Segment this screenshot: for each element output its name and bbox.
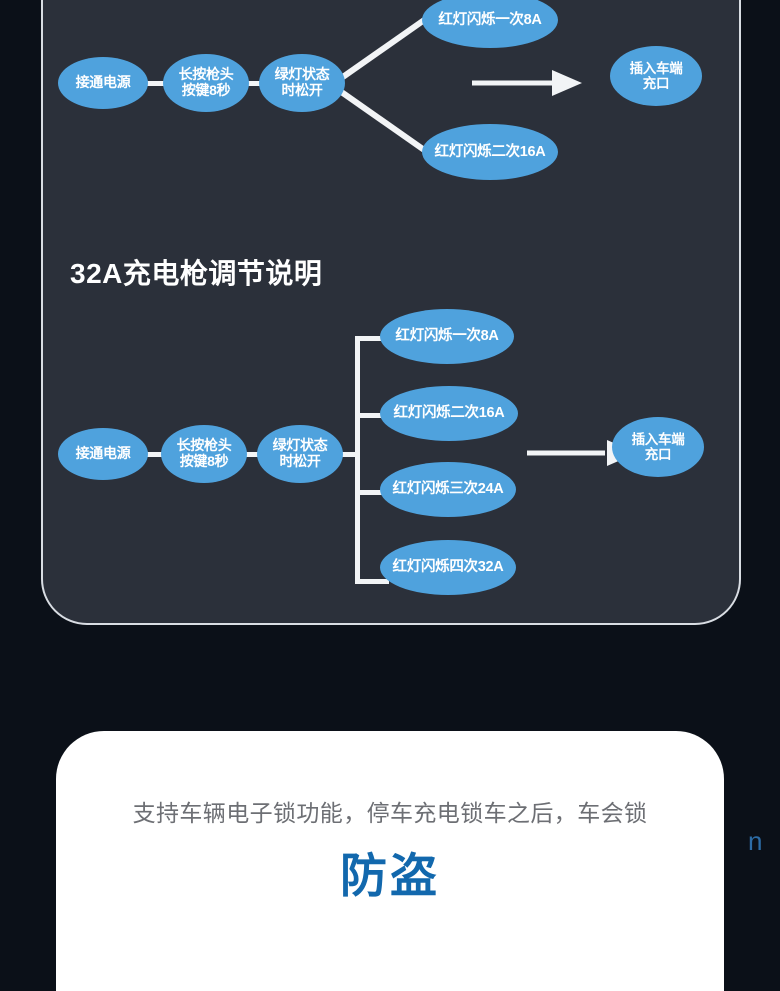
bracket-stub-2 (355, 413, 389, 418)
node-branch-16a-16a[interactable]: 红灯闪烁二次16A (422, 124, 558, 180)
node-branch-24a-32a[interactable]: 红灯闪烁三次24A (380, 462, 516, 517)
node-long-press-16a[interactable]: 长按枪头 按键8秒 (163, 54, 249, 112)
node-label: 红灯闪烁二次16A (434, 143, 546, 160)
node-label: 红灯闪烁一次8A (438, 11, 542, 28)
bracket-stub-3 (355, 490, 389, 495)
arrow-shaft (472, 80, 554, 86)
node-label: 绿灯状态 时松开 (274, 66, 330, 98)
node-result-16a[interactable]: 插入车端 充口 (610, 46, 702, 106)
bracket-spine (355, 336, 360, 584)
node-branch-32a-32a[interactable]: 红灯闪烁四次32A (380, 540, 516, 595)
feature-description: 支持车辆电子锁功能，停车充电锁车之后，车会锁 (132, 800, 648, 826)
node-label: 接通电源 (75, 74, 131, 91)
node-power-on-32a[interactable]: 接通电源 (58, 428, 148, 480)
node-label: 红灯闪烁二次16A (393, 405, 505, 422)
bracket-stub-4 (355, 579, 389, 584)
node-label: 红灯闪烁一次8A (395, 328, 499, 345)
arrow-head (552, 70, 582, 96)
node-branch-8a-16a[interactable]: 红灯闪烁一次8A (422, 0, 558, 48)
node-label: 长按枪头 按键8秒 (176, 437, 232, 469)
node-label: 红灯闪烁三次24A (392, 481, 504, 498)
edge-glyph: n (748, 826, 763, 856)
node-result-32a[interactable]: 插入车端 充口 (612, 417, 704, 477)
arrow-to-result-16a (472, 70, 582, 96)
arrow-shaft (527, 450, 605, 456)
node-label: 接通电源 (75, 445, 131, 462)
node-label: 插入车端 充口 (631, 431, 685, 462)
node-green-light-32a[interactable]: 绿灯状态 时松开 (257, 425, 343, 483)
node-label: 红灯闪烁四次32A (392, 559, 504, 576)
bracket-stub-1 (355, 336, 389, 341)
node-branch-8a-32a[interactable]: 红灯闪烁一次8A (380, 309, 514, 364)
connector-power-to-press (146, 81, 170, 86)
feature-panel: 支持车辆电子锁功能，停车充电锁车之后，车会锁 防盗 (56, 731, 724, 991)
node-label: 长按枪头 按键8秒 (178, 66, 234, 98)
node-power-on-16a[interactable]: 接通电源 (58, 57, 148, 109)
node-branch-16a-32a[interactable]: 红灯闪烁二次16A (380, 386, 518, 441)
node-green-light-16a[interactable]: 绿灯状态 时松开 (259, 54, 345, 112)
page-title: 32A充电枪调节说明 (70, 258, 323, 289)
node-long-press-32a[interactable]: 长按枪头 按键8秒 (161, 425, 247, 483)
spec-card (41, 0, 741, 625)
connector-power-to-press-32a (144, 452, 168, 457)
connector-press-to-green (242, 81, 264, 86)
node-label: 绿灯状态 时松开 (272, 437, 328, 469)
connector-press-to-green-32a (240, 452, 262, 457)
node-label: 插入车端 充口 (629, 60, 683, 91)
connector-green-to-bracket (338, 452, 360, 457)
